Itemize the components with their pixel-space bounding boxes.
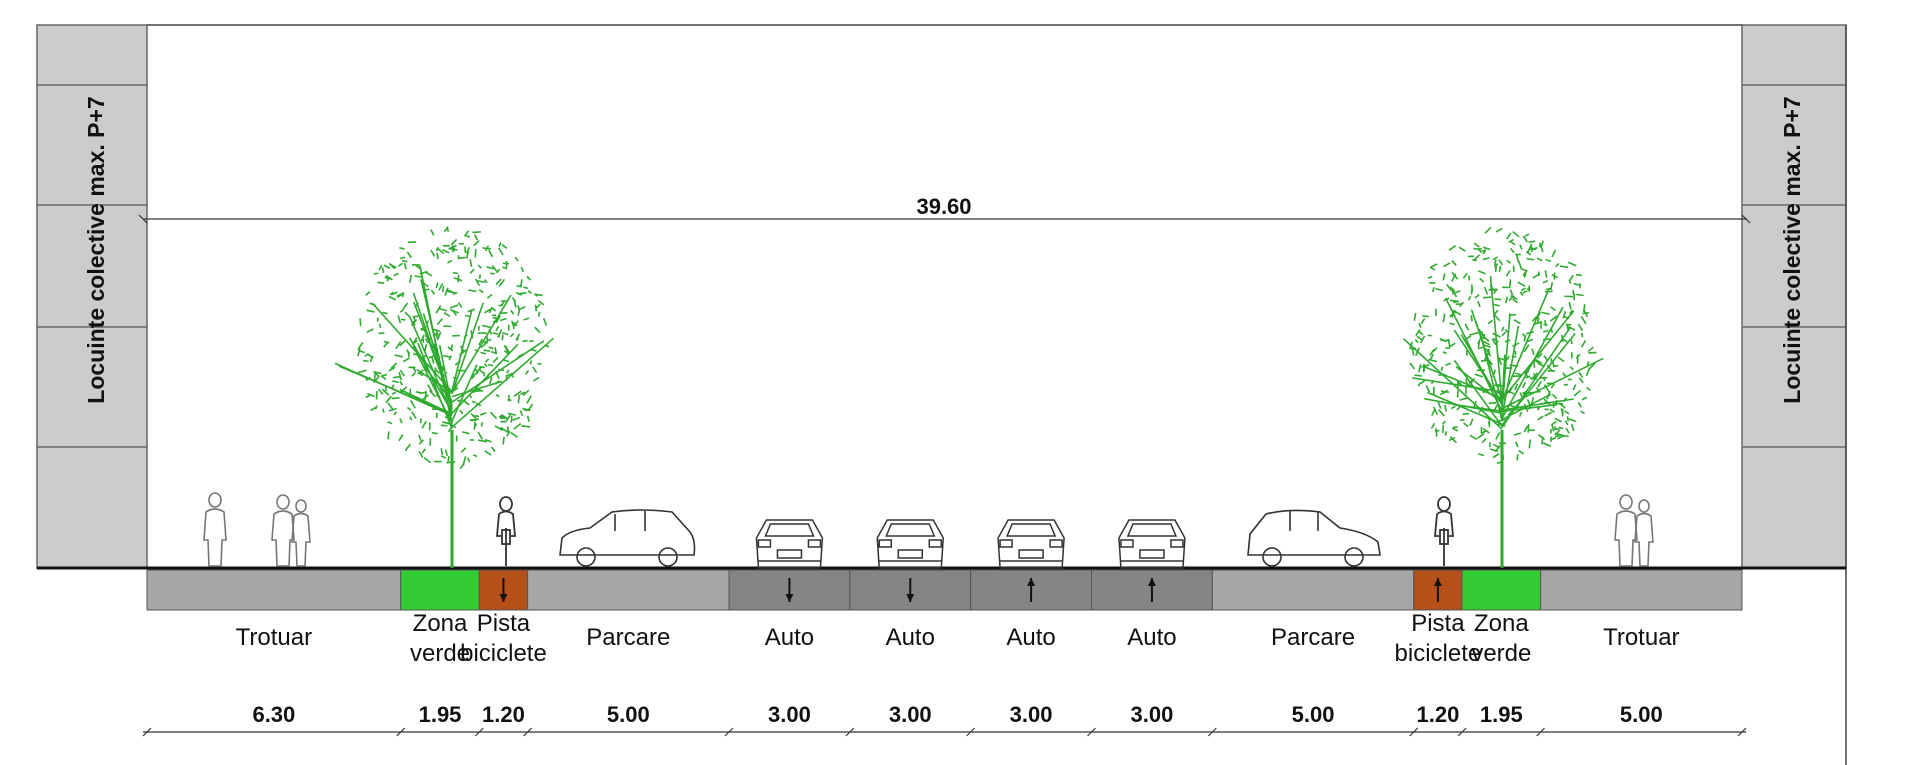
- parcare-right-width-label: 5.00: [1292, 702, 1335, 727]
- dimension-tick: [1536, 727, 1546, 737]
- lane-car-icon: [1118, 519, 1186, 569]
- building-right-label: Locuinte colective max. P+7: [1779, 96, 1805, 403]
- parcare-left-width-label: 5.00: [607, 702, 650, 727]
- dimension-tick: [523, 727, 533, 737]
- overall-width-label: 39.60: [916, 194, 971, 219]
- dimension-tick: [396, 727, 406, 737]
- zona-verde-left-band: [400, 569, 480, 611]
- parcare-right-band: [1211, 569, 1415, 611]
- parcare-right-label: Parcare: [1271, 624, 1355, 651]
- auto-4-width-label: 3.00: [1131, 702, 1174, 727]
- pedestrian-icon: [203, 492, 227, 567]
- tree-left: [334, 226, 554, 568]
- dimension-tick: [1737, 727, 1747, 737]
- overall-width-dimension: 39.60: [138, 194, 1751, 224]
- auto-3-width-label: 3.00: [1010, 702, 1053, 727]
- building-right: Locuinte colective max. P+7: [1741, 24, 1847, 569]
- building-left: Locuinte colective max. P+7: [36, 24, 148, 569]
- cyclist-icon: [496, 496, 516, 566]
- auto-2-label: Auto: [886, 624, 935, 651]
- dimension-tick: [966, 727, 976, 737]
- dimension-tick: [474, 727, 484, 737]
- direction-arrow-down-icon: [785, 578, 794, 602]
- auto-4-label: Auto: [1127, 624, 1176, 651]
- dimension-tick: [724, 727, 734, 737]
- trotuar-right-width-label: 5.00: [1620, 702, 1663, 727]
- direction-arrow-down-icon: [499, 578, 508, 602]
- building-left-label: Locuinte colective max. P+7: [83, 96, 109, 403]
- zona-verde-right-width-label: 1.95: [1480, 702, 1523, 727]
- parked-car-side-icon: [559, 509, 696, 567]
- zona-verde-right-band: [1461, 569, 1542, 611]
- cyclist-icon: [1434, 496, 1454, 566]
- pedestrian-pair-icon: [1614, 494, 1654, 567]
- dimension-tick: [1457, 727, 1467, 737]
- direction-arrow-up-icon: [1433, 578, 1442, 602]
- parked-car-side-icon: [1247, 509, 1381, 567]
- pedestrian-pair-icon: [271, 494, 311, 567]
- auto-1-width-label: 3.00: [768, 702, 811, 727]
- auto-1-label: Auto: [765, 624, 814, 651]
- pista-right-width-label: 1.20: [1416, 702, 1459, 727]
- road-bands: [146, 569, 1743, 611]
- pista-left-width-label: 1.20: [482, 702, 525, 727]
- dimension-tick: [1409, 727, 1419, 737]
- dimension-tick: [1207, 727, 1217, 737]
- dimension-tick: [845, 727, 855, 737]
- auto-3-label: Auto: [1006, 624, 1055, 651]
- trotuar-right-band: [1540, 569, 1743, 611]
- lane-cars: [755, 519, 1186, 569]
- tree-right: [1403, 226, 1604, 568]
- auto-2-width-label: 3.00: [889, 702, 932, 727]
- trotuar-right-label: Trotuar: [1603, 624, 1679, 651]
- direction-arrow-up-icon: [1027, 578, 1036, 602]
- trotuar-left-width-label: 6.30: [252, 702, 295, 727]
- lane-car-icon: [876, 519, 945, 569]
- direction-arrow-down-icon: [906, 578, 915, 602]
- trotuar-left-band: [146, 569, 402, 611]
- lane-car-icon: [755, 519, 824, 569]
- lane-car-icon: [997, 519, 1065, 569]
- trotuar-left-label: Trotuar: [236, 624, 312, 651]
- parcare-left-band: [527, 569, 730, 611]
- segment-dimensions: 6.30 1.95 1.20 5.00 3.00 3.00 3.00 3.00 5.00 1.20…: [142, 702, 1747, 737]
- dimension-tick: [142, 727, 152, 737]
- dimension-tick: [1087, 727, 1096, 737]
- parcare-left-label: Parcare: [586, 624, 670, 651]
- direction-arrow-up-icon: [1147, 578, 1156, 602]
- zona-verde-left-width-label: 1.95: [419, 702, 462, 727]
